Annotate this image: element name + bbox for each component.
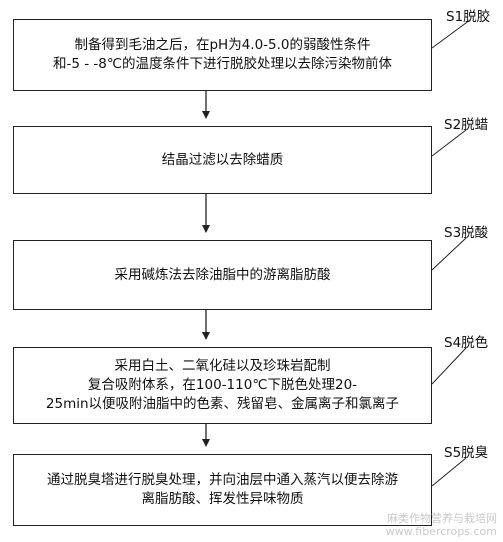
step-box-s2: 结晶过滤以去除蜡质 <box>13 126 432 194</box>
step-text: 和-5 - -8℃的温度条件下进行脱胶处理以去除污染物前体 <box>52 56 393 72</box>
step-text: 复合吸附体系，在100-110℃下脱色处理20- <box>87 377 358 393</box>
step-label-s2: S2脱蜡 <box>444 117 489 133</box>
leader-s4 <box>431 347 467 385</box>
step-box-s5: 通过脱臭塔进行脱臭处理，并向油层中通入蒸汽以便去除游 离脂肪酸、挥发性异味物质 <box>13 454 432 526</box>
step-text: 采用白土、二氧化硅以及珍珠岩配制 <box>114 358 331 374</box>
step-text: 采用碱炼法去除油脂中的游离脂肪酸 <box>114 266 331 283</box>
step-box-s4: 采用白土、二氧化硅以及珍珠岩配制 复合吸附体系，在100-110℃下脱色处理20… <box>13 347 432 424</box>
leader-s3 <box>431 237 467 271</box>
step-label-s4: S4脱色 <box>444 335 489 351</box>
step-text: 制备得到毛油之后，在pH为4.0-5.0的弱酸性条件 <box>74 37 371 53</box>
leader-s5 <box>431 457 467 487</box>
leader-s2 <box>431 129 467 157</box>
step-text: 25min以便吸附油脂中的色素、残留皂、金属离子和氯离子 <box>45 396 400 412</box>
step-label-s3: S3脱酸 <box>444 225 489 241</box>
step-label-s5: S5脱臭 <box>444 445 489 461</box>
step-text: 通过脱臭塔进行脱臭处理，并向油层中通入蒸汽以便去除游 <box>47 472 398 488</box>
watermark-line1: 麻类作物营养与栽培网 <box>387 512 497 525</box>
step-text: 离脂肪酸、挥发性异味物质 <box>141 491 304 507</box>
watermark: 麻类作物营养与栽培网 www.fibercrops.com <box>386 512 497 538</box>
step-label-s1: S1脱胶 <box>446 9 491 25</box>
step-box-s3: 采用碱炼法去除油脂中的游离脂肪酸 <box>13 240 432 310</box>
leader-s1 <box>431 19 471 49</box>
step-box-s1: 制备得到毛油之后，在pH为4.0-5.0的弱酸性条件 和-5 - -8℃的温度条… <box>13 19 432 91</box>
step-text: 结晶过滤以去除蜡质 <box>161 151 284 168</box>
watermark-line2: www.fibercrops.com <box>385 525 497 538</box>
